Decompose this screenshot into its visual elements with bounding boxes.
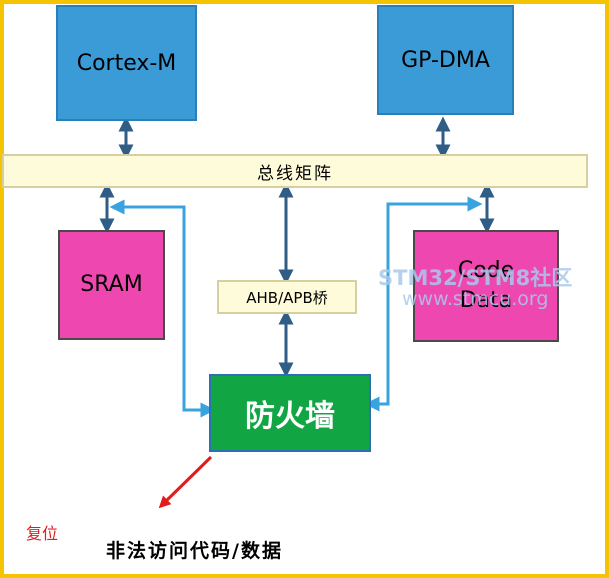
firewall-label: 防火墙 xyxy=(245,399,335,434)
firewall-sram-path xyxy=(109,199,216,418)
bus-matrix: 总线矩阵 xyxy=(2,154,588,188)
code-data-block: Code Data xyxy=(413,230,559,342)
cortex-m-label: Cortex-M xyxy=(76,50,177,76)
firewall-block: 防火墙 xyxy=(209,374,371,452)
reset-arrow xyxy=(158,455,213,509)
bridge-label: AHB/APB桥 xyxy=(246,288,328,307)
ahb-apb-bridge: AHB/APB桥 xyxy=(217,280,357,314)
firewall-code-path xyxy=(364,196,483,412)
bus-matrix-label: 总线矩阵 xyxy=(257,163,333,184)
watermark-line2: www.stmcu.org xyxy=(402,288,549,310)
sram-label: SRAM xyxy=(80,272,143,297)
cortex-m-block: Cortex-M xyxy=(56,5,197,121)
code-label: Code xyxy=(457,258,515,283)
illegal-access-label: 非法访问代码/数据 xyxy=(106,540,283,562)
sram-block: SRAM xyxy=(58,230,165,340)
data-label: Data xyxy=(459,288,513,313)
reset-label: 复位 xyxy=(26,524,59,543)
gp-dma-block: GP-DMA xyxy=(377,5,514,115)
gp-dma-label: GP-DMA xyxy=(401,47,490,73)
watermark-line1: STM32/STM8社区 xyxy=(378,266,573,290)
